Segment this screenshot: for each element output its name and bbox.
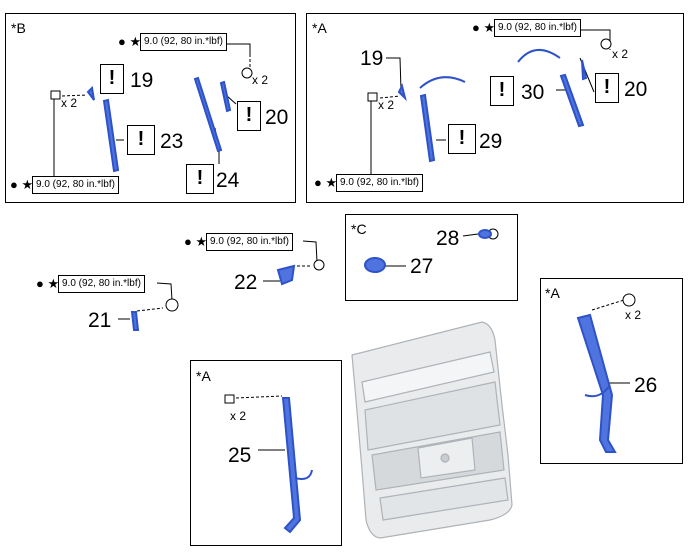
- quantity-label: x 2: [230, 409, 247, 423]
- part-number-29: 29: [479, 130, 503, 153]
- part-number-19: 19: [130, 69, 154, 92]
- torque-mark: ● ★: [472, 20, 496, 35]
- torque-mark: ● ★: [184, 234, 208, 249]
- frame-a-right: [540, 278, 683, 464]
- part-number-20: 20: [265, 106, 289, 129]
- bolt-icon: [50, 90, 378, 404]
- caution-icon: !: [595, 73, 619, 103]
- caution-icon: !: [100, 64, 124, 94]
- torque-spec: 9.0 (92, 80 in.*lbf): [206, 233, 293, 251]
- torque-spec: 9.0 (92, 80 in.*lbf): [494, 19, 581, 37]
- quantity-label: x 2: [61, 96, 78, 110]
- part-number-30: 30: [521, 81, 545, 104]
- torque-mark: ● ★: [314, 175, 338, 190]
- frame-a-bottom-label: *A: [196, 368, 211, 384]
- part-number-20: 20: [624, 78, 648, 101]
- part-number-28: 28: [436, 227, 460, 250]
- torque-spec: 9.0 (92, 80 in.*lbf): [32, 176, 119, 194]
- caution-icon: !: [186, 164, 214, 194]
- frame-a-right-label: *A: [545, 285, 560, 301]
- quantity-label: x 2: [252, 73, 269, 87]
- part-number-23: 23: [160, 130, 184, 153]
- part-number-25: 25: [228, 444, 252, 467]
- torque-spec: 9.0 (92, 80 in.*lbf): [58, 275, 145, 293]
- strut-icon: [86, 49, 617, 534]
- quantity-label: x 2: [612, 47, 629, 61]
- frame-a-top-label: *A: [312, 20, 327, 36]
- torque-mark: ● ★: [36, 276, 60, 291]
- frame-b-label: *B: [11, 20, 26, 36]
- part-number-21: 21: [88, 309, 112, 332]
- caution-icon: !: [448, 124, 476, 154]
- frame-a-bottom: [190, 360, 342, 546]
- part-number-19: 19: [360, 47, 384, 70]
- torque-spec: 9.0 (92, 80 in.*lbf): [336, 174, 423, 192]
- part-number-27: 27: [410, 255, 434, 278]
- torque-mark: ● ★: [10, 177, 34, 192]
- frame-a-top: [306, 13, 684, 203]
- part-number-22: 22: [234, 271, 258, 294]
- frame-c-label: *C: [351, 221, 367, 237]
- part-number-26: 26: [634, 374, 658, 397]
- quantity-label: x 2: [378, 98, 395, 112]
- caution-icon: !: [490, 76, 514, 106]
- tailgate-icon: [351, 321, 513, 539]
- caution-icon: !: [127, 125, 155, 155]
- caution-icon: !: [237, 101, 261, 131]
- part-number-24: 24: [216, 169, 240, 192]
- quantity-label: x 2: [625, 308, 642, 322]
- torque-mark: ● ★: [118, 34, 142, 49]
- torque-spec: 9.0 (92, 80 in.*lbf): [140, 33, 227, 51]
